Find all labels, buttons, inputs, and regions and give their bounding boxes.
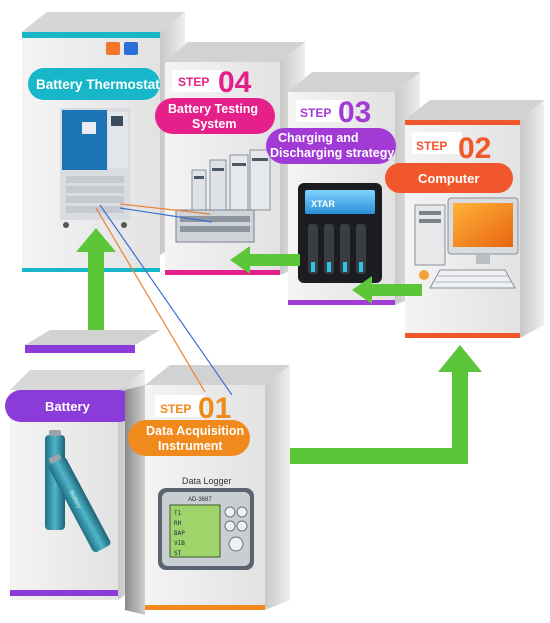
box-step-02: STEP 02 Computer (385, 100, 544, 338)
charger-image: XTAR (298, 183, 382, 283)
orange-square-icon (106, 42, 120, 55)
blue-square-icon (124, 42, 138, 55)
lithium-cells-image: Battery (45, 430, 111, 553)
step-01-word: STEP (160, 402, 191, 416)
acquisition-label-pill (128, 420, 250, 456)
acquisition-label-line2: Instrument (158, 439, 223, 453)
step-01-number: 01 (198, 392, 231, 425)
thermostat-label: Battery Thermostat (36, 77, 160, 92)
arrow-step02-to-step03 (352, 276, 422, 304)
step-04-word: STEP (178, 75, 209, 89)
box-step-01: STEP 01 Data Acquisition Instrument Data… (125, 365, 290, 615)
wire-blue-1 (99, 204, 233, 396)
logger-title: Data Logger (182, 476, 232, 486)
charging-label-pill (266, 128, 396, 164)
step-04-number: 04 (218, 66, 252, 99)
battery-label: Battery (45, 399, 91, 414)
computer-label: Computer (418, 171, 479, 186)
thermostat-label-pill (28, 68, 160, 100)
logger-model: AD-3687 (188, 497, 212, 503)
arrow-step03-to-step04 (230, 246, 300, 274)
box-battery-thermostat: Battery Thermostat (22, 12, 185, 272)
battery-tester-racks-image (175, 149, 271, 243)
step-02-word: STEP (416, 139, 447, 153)
computer-label-pill (385, 163, 513, 193)
computer-image (414, 197, 519, 289)
step-03-word: STEP (300, 106, 331, 120)
logger-row-3: BAP (174, 530, 185, 537)
box-battery: Battery Battery (5, 330, 160, 600)
logger-row-2: RH (174, 520, 182, 527)
wire-blue-2 (119, 207, 213, 223)
charging-label-line1: Charging and (278, 131, 359, 145)
data-logger-image: Data Logger AD-3687 T1 RH BAP VIB ST (158, 476, 254, 570)
step-02-number: 02 (458, 132, 491, 165)
testing-label-line2: System (192, 117, 236, 131)
sensor-wires (95, 203, 233, 396)
testing-label-line1: Battery Testing (168, 102, 258, 116)
acquisition-label-line1: Data Acquisition (146, 424, 244, 438)
charger-brand: XTAR (311, 199, 335, 209)
step-03-number: 03 (338, 96, 371, 129)
logger-row-1: T1 (174, 510, 182, 517)
testing-label-pill (155, 98, 275, 134)
battery-label-pill (5, 390, 135, 422)
logger-row-4: VIB (174, 540, 185, 547)
charging-label-line2: Discharging strategy (270, 146, 394, 160)
arrow-step01-to-step02 (290, 345, 482, 464)
arrow-up-thermostat (76, 228, 116, 330)
logger-row-5: ST (174, 550, 182, 557)
wire-orange-1 (95, 207, 206, 393)
wire-orange-2 (119, 203, 211, 215)
flow-arrows (76, 228, 482, 464)
climate-chamber-image (60, 108, 130, 228)
